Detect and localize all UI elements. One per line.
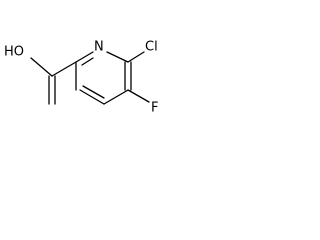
chemical-structure-diagram: HO N Cl F	[4, 40, 158, 116]
bond-c4-c3-a	[79, 89, 105, 105]
bond-c5-c4	[103, 89, 129, 105]
bond-c-oh	[30, 57, 53, 77]
bond-acid-ring	[51, 61, 77, 77]
hydroxyl-label: HO	[4, 45, 24, 60]
fluorine-label: F	[151, 101, 158, 116]
bond-c4-c3-b	[82, 85, 105, 99]
bond-c2-n1-inner	[81, 57, 94, 66]
bond-c5-f	[127, 89, 150, 103]
ring-nitrogen-label: N	[94, 40, 104, 55]
bond-n1-c6	[106, 51, 129, 63]
chlorine-label: Cl	[145, 40, 158, 55]
bond-c6-cl	[127, 51, 145, 63]
bond-c2-n1	[75, 51, 94, 63]
